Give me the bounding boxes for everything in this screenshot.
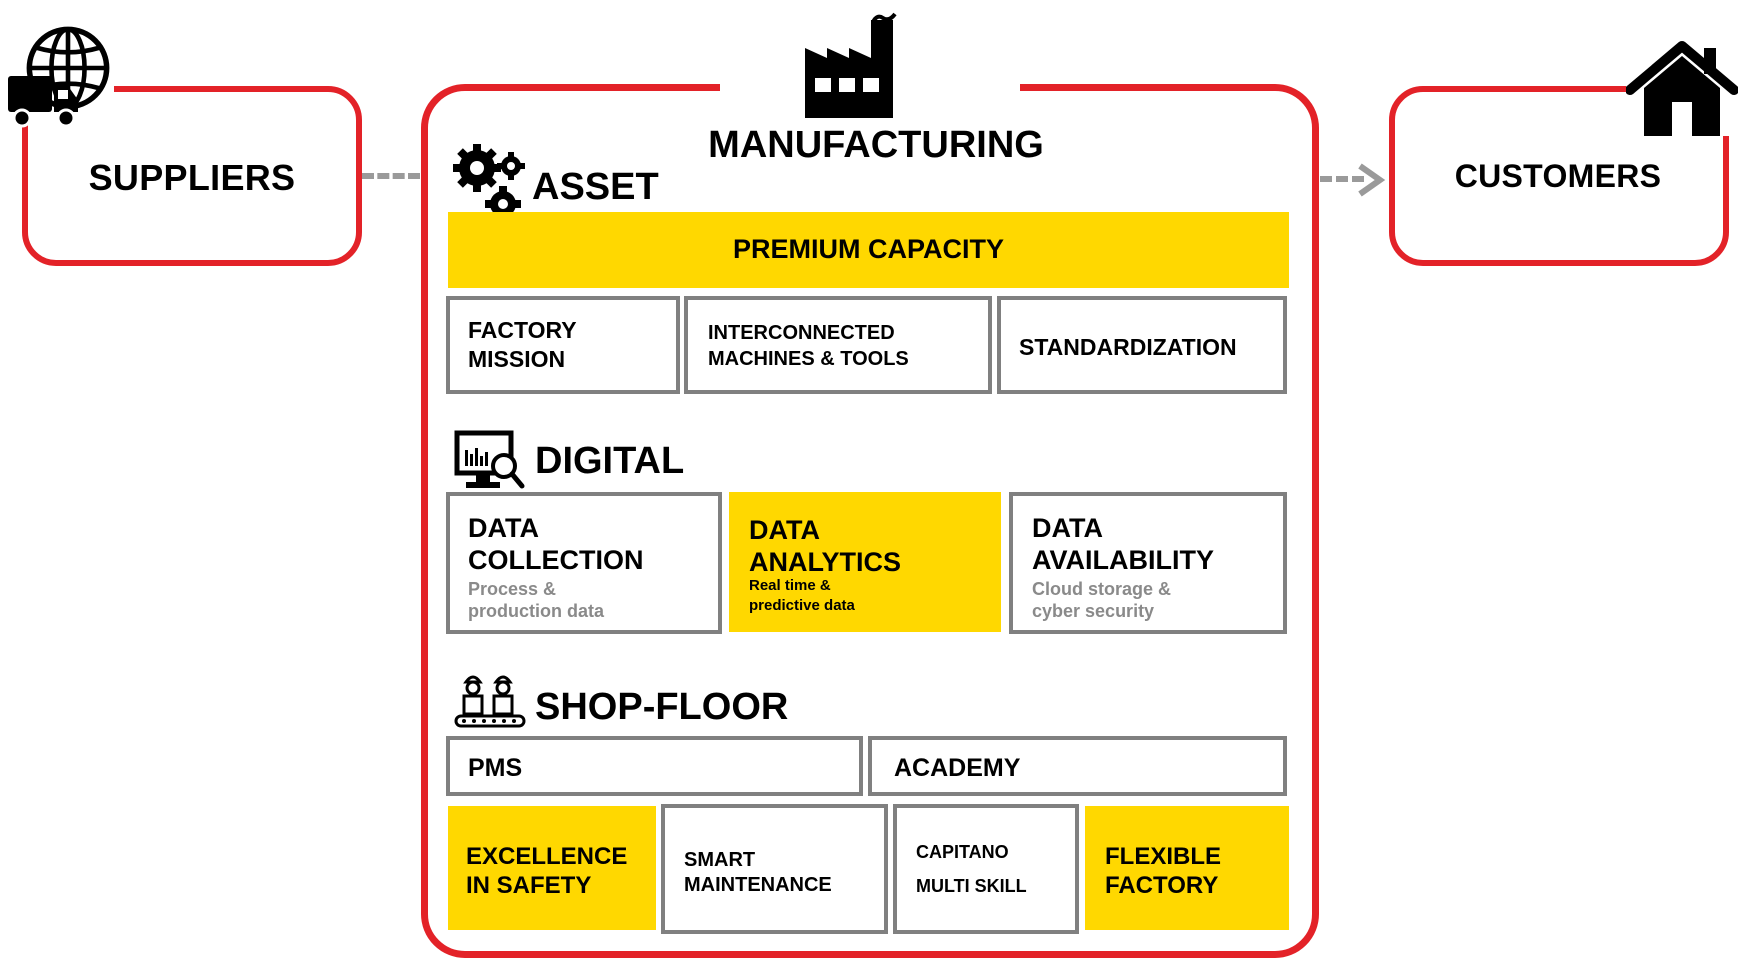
standardization-box: STANDARDIZATION (997, 296, 1287, 394)
interconnected-machines-box: INTERCONNECTED MACHINES & TOOLS (684, 296, 992, 394)
factory-icon (805, 6, 919, 118)
house-icon (1626, 40, 1738, 136)
flexible-factory-label: FLEXIBLE FACTORY (1105, 843, 1222, 899)
suppliers-box (22, 86, 362, 266)
asset-title: ASSET (532, 166, 659, 208)
customers-label: CUSTOMERS (1454, 158, 1662, 194)
data-collection-sub: Process & production data (468, 579, 604, 621)
arrow-right-icon (1354, 162, 1388, 198)
data-availability-box: DATA AVAILABILITY Cloud storage & cyber … (1009, 492, 1287, 634)
monitor-analytics-icon (454, 430, 526, 490)
data-collection-label: DATA COLLECTION (468, 513, 644, 575)
capitano-multiskill-box: CAPITANO MULTI SKILL (893, 804, 1079, 934)
smart-maintenance-label: SMART MAINTENANCE (684, 849, 832, 896)
smart-maintenance-box: SMART MAINTENANCE (661, 804, 888, 934)
excellence-safety-box: EXCELLENCE IN SAFETY (448, 806, 656, 930)
workers-conveyor-icon (454, 670, 526, 734)
suppliers-label: SUPPLIERS (88, 157, 296, 198)
data-analytics-sub: Real time & predictive data (749, 577, 855, 614)
delivery-truck-icon (8, 76, 80, 128)
manufacturing-title: MANUFACTURING (708, 124, 1044, 166)
interconnected-machines-label: INTERCONNECTED MACHINES & TOOLS (708, 322, 909, 370)
premium-capacity-box: PREMIUM CAPACITY (448, 212, 1289, 288)
academy-label: ACADEMY (894, 754, 1021, 782)
shopfloor-title: SHOP-FLOOR (535, 686, 789, 728)
factory-mission-box: FACTORY MISSION (446, 296, 680, 394)
data-availability-label: DATA AVAILABILITY (1032, 513, 1214, 575)
capitano-multiskill-label: CAPITANO MULTI SKILL (916, 842, 1027, 896)
pms-box: PMS (446, 736, 863, 796)
customers-box (1389, 86, 1729, 266)
excellence-safety-label: EXCELLENCE IN SAFETY (466, 843, 628, 899)
data-analytics-box: DATA ANALYTICS Real time & predictive da… (729, 492, 1001, 632)
flexible-factory-box: FLEXIBLE FACTORY (1085, 806, 1289, 930)
factory-mission-label: FACTORY MISSION (468, 317, 577, 372)
pms-label: PMS (468, 754, 523, 782)
suppliers-connector (362, 173, 420, 179)
digital-title: DIGITAL (535, 440, 685, 482)
premium-capacity-label: PREMIUM CAPACITY (732, 234, 1004, 264)
customers-connector (1320, 176, 1364, 182)
data-collection-box: DATA COLLECTION Process & production dat… (446, 492, 722, 634)
standardization-label: STANDARDIZATION (1019, 334, 1237, 360)
data-availability-sub: Cloud storage & cyber security (1032, 579, 1172, 621)
academy-box: ACADEMY (868, 736, 1287, 796)
gears-icon (453, 140, 525, 224)
data-analytics-label: DATA ANALYTICS (749, 515, 902, 577)
